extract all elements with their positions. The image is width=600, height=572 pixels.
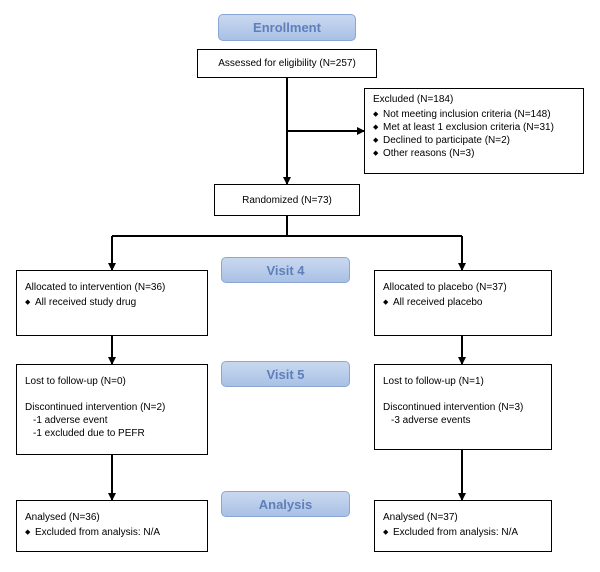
left-followup-lost: Lost to follow-up (N=0) — [25, 376, 126, 387]
excluded-box: Excluded (N=184) Not meeting inclusion c… — [364, 88, 584, 174]
randomized-box: Randomized (N=73) — [214, 184, 360, 216]
right-followup-lost: Lost to follow-up (N=1) — [383, 376, 484, 387]
visit5-label: Visit 5 — [221, 361, 350, 387]
randomized-text: Randomized (N=73) — [242, 194, 332, 206]
right-allocation-title: Allocated to placebo (N=37) — [383, 282, 507, 293]
left-allocation-list: All received study drug — [25, 296, 199, 309]
left-followup-detail-pefr: -1 excluded due to PEFR — [33, 428, 145, 439]
left-followup-discontinued: Discontinued intervention (N=2) — [25, 402, 166, 413]
left-allocation-box: Allocated to intervention (N=36) All rec… — [16, 270, 208, 336]
right-followup-discontinued: Discontinued intervention (N=3) — [383, 402, 524, 413]
left-allocation-item: All received study drug — [25, 296, 199, 309]
right-allocation-item: All received placebo — [383, 296, 543, 309]
left-followup-detail-adverse: -1 adverse event — [33, 415, 108, 426]
right-followup-detail-adverse: -3 adverse events — [391, 415, 471, 426]
right-analysis-item: Excluded from analysis: N/A — [383, 526, 543, 539]
visit4-label: Visit 4 — [221, 257, 350, 283]
analysis-label: Analysis — [221, 491, 350, 517]
left-analysis-box: Analysed (N=36) Excluded from analysis: … — [16, 500, 208, 552]
left-allocation-title: Allocated to intervention (N=36) — [25, 282, 166, 293]
excluded-item-exclusion: Met at least 1 exclusion criteria (N=31) — [373, 121, 575, 134]
left-followup-box: Lost to follow-up (N=0) Discontinued int… — [16, 364, 208, 455]
right-allocation-list: All received placebo — [383, 296, 543, 309]
excluded-list: Not meeting inclusion criteria (N=148) M… — [373, 108, 575, 160]
right-analysis-list: Excluded from analysis: N/A — [383, 526, 543, 539]
left-analysis-item: Excluded from analysis: N/A — [25, 526, 199, 539]
enrollment-label: Enrollment — [218, 14, 356, 41]
assessed-text: Assessed for eligibility (N=257) — [218, 58, 356, 69]
assessed-box: Assessed for eligibility (N=257) — [197, 49, 377, 78]
left-analysis-list: Excluded from analysis: N/A — [25, 526, 199, 539]
excluded-item-inclusion: Not meeting inclusion criteria (N=148) — [373, 108, 575, 121]
right-analysis-title: Analysed (N=37) — [383, 512, 458, 523]
right-analysis-box: Analysed (N=37) Excluded from analysis: … — [374, 500, 552, 552]
right-allocation-box: Allocated to placebo (N=37) All received… — [374, 270, 552, 336]
right-followup-box: Lost to follow-up (N=1) Discontinued int… — [374, 364, 552, 450]
excluded-title: Excluded (N=184) — [373, 94, 454, 105]
excluded-item-other: Other reasons (N=3) — [373, 147, 575, 160]
left-analysis-title: Analysed (N=36) — [25, 512, 100, 523]
excluded-item-declined: Declined to participate (N=2) — [373, 134, 575, 147]
